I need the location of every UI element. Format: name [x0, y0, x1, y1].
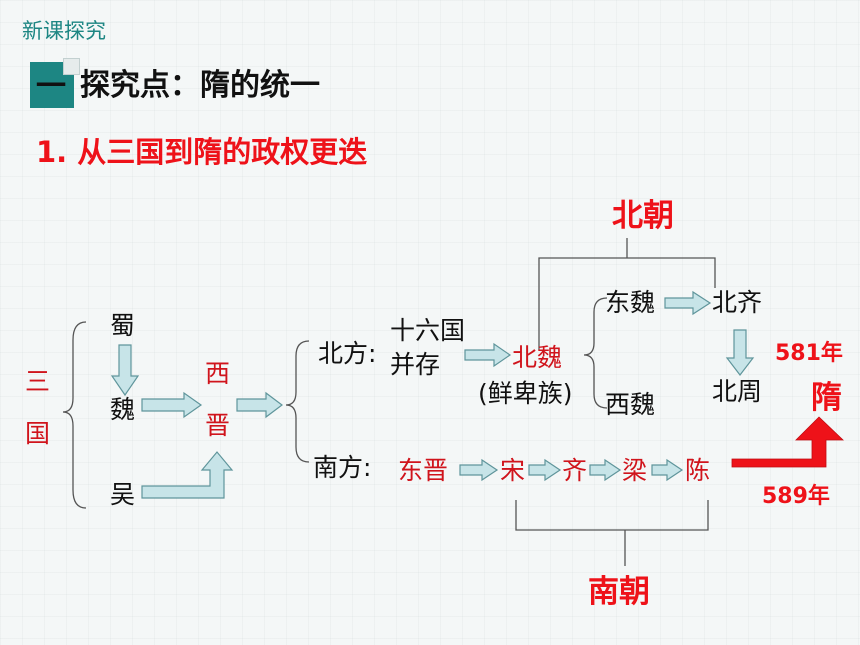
kingdom-wei: 魏 [110, 395, 136, 424]
dynasty-liang: 梁 [622, 456, 648, 485]
arrow-liang-to-chen [651, 458, 684, 482]
subtitle: 1. 从三国到隋的政权更迭 [36, 135, 368, 169]
south-region-label: 南方: [313, 453, 372, 482]
coexist-label: 并存 [390, 350, 441, 379]
western-jin-char-1: 西 [205, 359, 231, 388]
topic-marker-square [63, 58, 80, 75]
brace-wei-split [583, 297, 608, 409]
xianbei-note: (鲜卑族) [478, 379, 573, 408]
arrow-western-jin-to-split [236, 391, 283, 419]
arrow-qi-to-liang [589, 458, 622, 482]
sui-unification-year: 589年 [762, 484, 830, 509]
brace-north-south [285, 340, 310, 463]
kingdom-shu: 蜀 [110, 311, 136, 340]
north-region-label: 北方: [318, 339, 377, 368]
three-kingdoms-label-char-1: 三 [25, 367, 51, 396]
arrow-sixteen-kingdoms-to-northern-wei [464, 342, 512, 368]
northern-qi: 北齐 [712, 288, 763, 317]
northern-zhou: 北周 [712, 377, 763, 406]
arrow-shu-to-wei [110, 344, 140, 397]
three-kingdoms-label-char-2: 国 [25, 419, 51, 448]
eastern-wei: 东魏 [605, 288, 656, 317]
sui-founding-year: 581年 [775, 341, 843, 366]
northern-dynasties-label: 北朝 [612, 198, 674, 234]
arrow-eastern-wei-to-northern-qi [664, 290, 712, 316]
topic-title: 探究点：隋的统一 [80, 68, 320, 103]
brace-three-kingdoms [62, 321, 87, 509]
dynasty-chen: 陈 [685, 456, 711, 485]
western-wei: 西魏 [605, 390, 656, 419]
arrow-northern-qi-to-northern-zhou [725, 329, 755, 376]
northern-wei: 北魏 [512, 343, 563, 372]
arrow-eastern-jin-to-song [459, 458, 499, 482]
arrow-wei-to-western-jin [141, 391, 203, 419]
eastern-jin: 东晋 [398, 456, 449, 485]
topic-number: 一 [36, 69, 66, 104]
arrow-song-to-qi [528, 458, 562, 482]
sui-dynasty: 隋 [811, 380, 842, 416]
arrow-wu-to-western-jin [141, 451, 234, 499]
section-label: 新课探究 [22, 19, 106, 43]
arrow-chen-to-sui [731, 416, 844, 468]
southern-dynasties-label: 南朝 [588, 574, 650, 610]
dynasty-song: 宋 [500, 456, 526, 485]
bracket-southern-dynasties [515, 500, 709, 566]
sixteen-kingdoms: 十六国 [390, 316, 466, 345]
dynasty-qi: 齐 [562, 456, 588, 485]
kingdom-wu: 吴 [110, 480, 136, 509]
western-jin-char-2: 晋 [205, 411, 231, 440]
